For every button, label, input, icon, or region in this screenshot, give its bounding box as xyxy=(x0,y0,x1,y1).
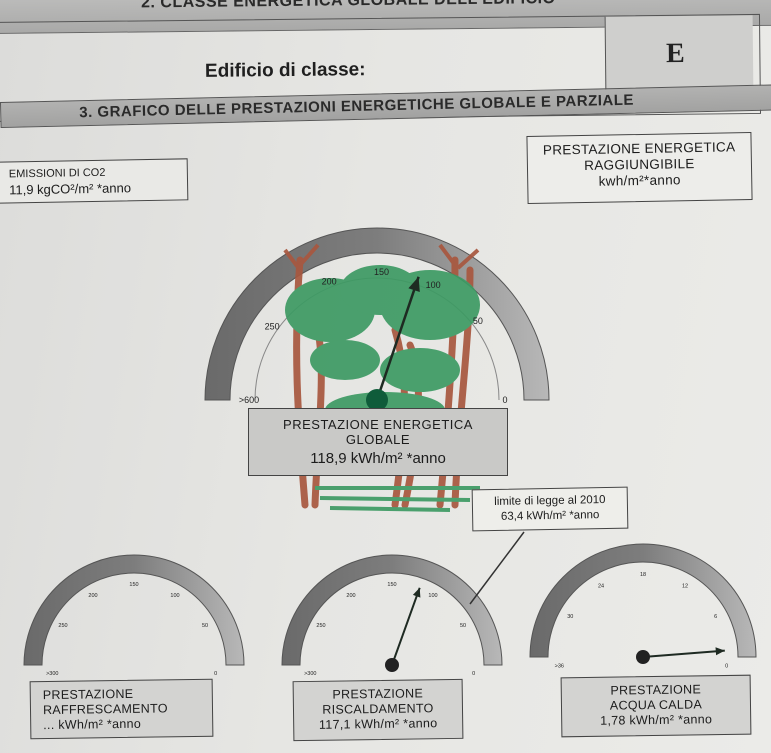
cooling-tick-label: 250 xyxy=(58,623,67,629)
hot-water-performance-box: PRESTAZIONE ACQUA CALDA 1,78 kWh/m² *ann… xyxy=(560,674,752,738)
tree-logo xyxy=(283,243,480,512)
hot-water-needle-hub xyxy=(636,650,650,664)
cooling-tick-label: 200 xyxy=(88,593,97,599)
cooling-tick-label: 50 xyxy=(202,623,208,629)
heating-tick-label: 50 xyxy=(460,623,466,629)
heating-needle-hub xyxy=(385,658,399,672)
hot-water-tick-label: 18 xyxy=(640,572,646,578)
main-tick-label: >600 xyxy=(239,395,259,405)
gauge-hot-water xyxy=(529,543,757,658)
main-tick-label: 200 xyxy=(322,276,337,286)
main-tick-label: 100 xyxy=(426,280,441,290)
global-line1: PRESTAZIONE ENERGETICA xyxy=(283,417,473,432)
cooling-tick-label: >300 xyxy=(46,671,58,677)
global-performance-box: PRESTAZIONE ENERGETICA GLOBALE 118,9 kWh… xyxy=(248,408,508,476)
hot-water-value: 1,78 kWh/m² *anno xyxy=(600,712,713,728)
main-tick-label: 50 xyxy=(473,316,483,326)
cooling-performance-box: PRESTAZIONE RAFFRESCAMENTO ... kWh/m² *a… xyxy=(29,678,214,740)
heating-tick-label: 100 xyxy=(428,593,437,599)
legal-limit-box: limite di legge al 2010 63,4 kWh/m² *ann… xyxy=(471,486,629,532)
cooling-tick-label: 150 xyxy=(129,582,138,588)
hot-water-needle-arrow xyxy=(715,647,725,656)
main-tick-label: 250 xyxy=(265,322,280,332)
hot-water-tick-label: 30 xyxy=(567,614,573,620)
gauge-ticks: >600 250 200 150 100 50 0 >300 250 200 150 100 50 0 >3… xyxy=(46,267,728,677)
gauge-cooling xyxy=(23,554,245,666)
main-needle-arrow xyxy=(408,276,420,292)
heating-tick-label: 150 xyxy=(387,582,396,588)
heating-tick-label: >300 xyxy=(304,671,316,677)
heating-needle-arrow xyxy=(412,587,421,598)
cooling-value: ... kWh/m² *anno xyxy=(43,716,142,733)
main-tick-label: 0 xyxy=(502,395,507,405)
global-value: 118,9 kWh/m² *anno xyxy=(310,450,446,467)
heating-tick-label: 0 xyxy=(472,671,475,677)
main-tick-label: 150 xyxy=(374,267,389,277)
cooling-tick-label: 100 xyxy=(170,593,179,599)
global-line2: GLOBALE xyxy=(345,432,411,447)
cooling-tick-label: 0 xyxy=(214,671,217,677)
hot-water-tick-label: 0 xyxy=(725,663,728,669)
gauge-needles xyxy=(366,276,725,672)
hot-water-tick-label: 24 xyxy=(598,583,604,589)
heating-tick-label: 200 xyxy=(346,593,355,599)
hot-water-needle xyxy=(642,649,725,658)
main-needle xyxy=(375,276,420,401)
hot-water-tick-label: 12 xyxy=(682,583,688,589)
hot-water-tick-label: >36 xyxy=(555,663,564,669)
limit-leader-line xyxy=(469,531,525,605)
heating-tick-label: 250 xyxy=(316,623,325,629)
main-needle-hub xyxy=(366,389,388,411)
gauge-heating xyxy=(281,554,503,666)
hot-water-tick-label: 6 xyxy=(714,614,717,620)
heating-performance-box: PRESTAZIONE RISCALDAMENTO 117,1 kWh/m² *… xyxy=(292,678,464,742)
limit-line2: 63,4 kWh/m² *anno xyxy=(500,509,600,523)
limit-line1: limite di legge al 2010 xyxy=(494,494,606,508)
heating-needle xyxy=(391,587,421,666)
heating-value: 117,1 kWh/m² *anno xyxy=(318,716,438,732)
